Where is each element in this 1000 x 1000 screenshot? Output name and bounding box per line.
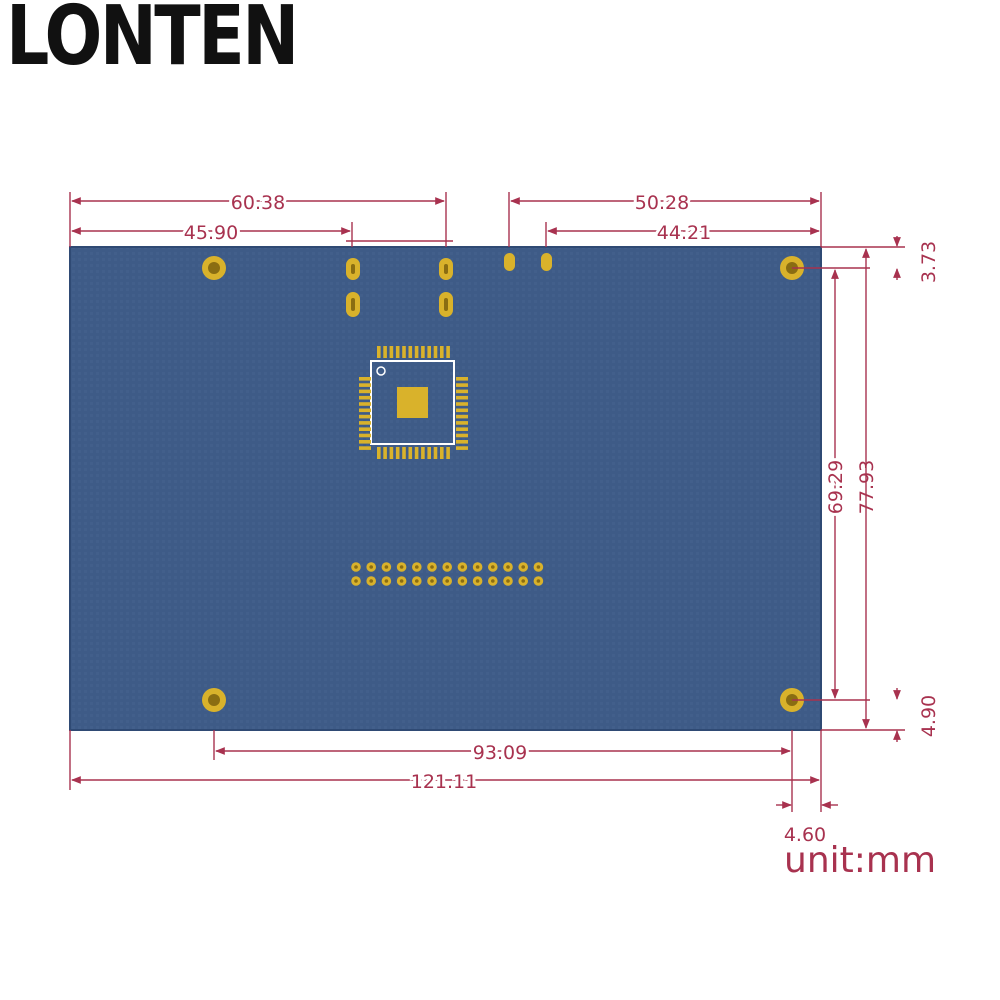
header-pin-hole [399,579,404,583]
qfp-pin-pad [359,377,371,381]
header-pin-hole [475,579,480,583]
header-pin-hole [430,565,434,569]
qfp-pin-pad [359,402,371,406]
header-pin-hole [536,579,541,583]
qfp-pin-pad [359,440,371,444]
qfp-pin-pad [402,447,406,459]
header-pin-hole [384,565,389,569]
dim-label-60-38: 60.38 [231,192,285,214]
qfp-pin-pad [408,346,413,358]
header-pin-hole [430,579,434,583]
header-pin-hole [536,565,541,569]
qfp-pin-pad [456,383,468,387]
header-pin-hole [384,579,389,583]
dim-label-93-09: 93.09 [473,742,527,764]
qfp-pin-pad [383,346,387,358]
dim-label-121-11: 121.11 [411,771,477,793]
qfp-pin-pad [359,433,371,438]
header-pin-hole [445,565,450,569]
qfp-pin-pad [359,414,371,419]
dim-label-4-90: 4.90 [918,695,940,737]
header-pin-hole [475,565,480,569]
header-pin-grid [351,562,544,586]
header-pin-hole [415,579,419,583]
header-pin-hole [445,579,450,583]
qfp-pin-pad [456,408,468,413]
qfp-pin-pad [427,346,431,358]
qfp-pin-pad [456,414,468,419]
qfp-pin-pad [421,447,425,459]
dim-label-45-90: 45.90 [184,222,238,244]
mounting-hole-top-left [202,256,226,280]
qfp-pin-pad [359,421,371,425]
qfp-pin-pad [359,427,371,431]
qfp-pin-pad [359,408,371,413]
qfp-pin-pad [456,421,468,425]
qfp-pin-pad [359,389,371,394]
qfp-pin-pad [446,447,450,459]
qfp-pin-pad [440,346,444,358]
qfp-pin-pad [446,346,450,358]
qfp-pin-pad [377,346,381,358]
header-pin-hole [506,565,510,569]
qfp-pin-pad [402,346,406,358]
qfp-pin-pad [359,383,371,387]
header-pin-hole [521,565,525,569]
qfp-pin-pad [456,402,468,406]
qfp-pin-pad [456,389,468,394]
qfp-pin-pad [377,447,381,459]
qfp-pin-pad [456,446,468,450]
qfp-pin-pad [427,447,431,459]
qfp-pin-pad [395,447,400,459]
qfp-pin-pad [383,447,387,459]
qfp-pin-pad [408,447,413,459]
qfp-pin-pad [421,346,425,358]
qfp-pin-pad [414,346,419,358]
header-pin-hole [369,579,374,583]
qfp-pin-pad [395,346,400,358]
header-pin-hole [369,565,374,569]
qfp-pin-pad [456,377,468,381]
qfp-pin-pad [433,346,438,358]
qfp-pin-pad [389,447,394,459]
qfp-pin-pad [456,440,468,444]
qfp-pin-pad [359,446,371,450]
unit-label: unit:mm [784,840,937,881]
pcb-board [69,246,822,731]
header-pin-hole [415,565,419,569]
header-pin-hole [491,565,495,569]
slot-pads [346,253,552,317]
qfp-pin-pad [389,346,394,358]
dim-label-69-29: 69.29 [825,460,847,514]
header-pin-hole [491,579,495,583]
header-pin-hole [460,579,465,583]
qfp-pin-pad [359,395,371,400]
qfp-pin-pad [456,433,468,438]
qfp-pin-pad [456,427,468,431]
qfp-pin-pad [440,447,444,459]
dim-label-50-28: 50.28 [635,192,689,214]
qfp-pin-pad [456,395,468,400]
header-pin-hole [399,565,404,569]
header-pin-hole [521,579,525,583]
dim-label-4-60: 4.60 [784,824,826,846]
header-pin-hole [354,579,358,583]
dim-label-77-93: 77.93 [856,460,878,514]
header-pin-hole [460,565,465,569]
qfp-chip-footprint [359,346,468,459]
qfp-pin-pad [433,447,438,459]
header-pin-hole [354,565,358,569]
brand-logo: LONTEN [6,0,299,84]
dim-label-44-21: 44.21 [657,222,711,244]
mounting-hole-bottom-left [202,688,226,712]
dim-label-3-73: 3.73 [918,241,940,283]
qfp-pin-pad [414,447,419,459]
header-pin-hole [506,579,510,583]
